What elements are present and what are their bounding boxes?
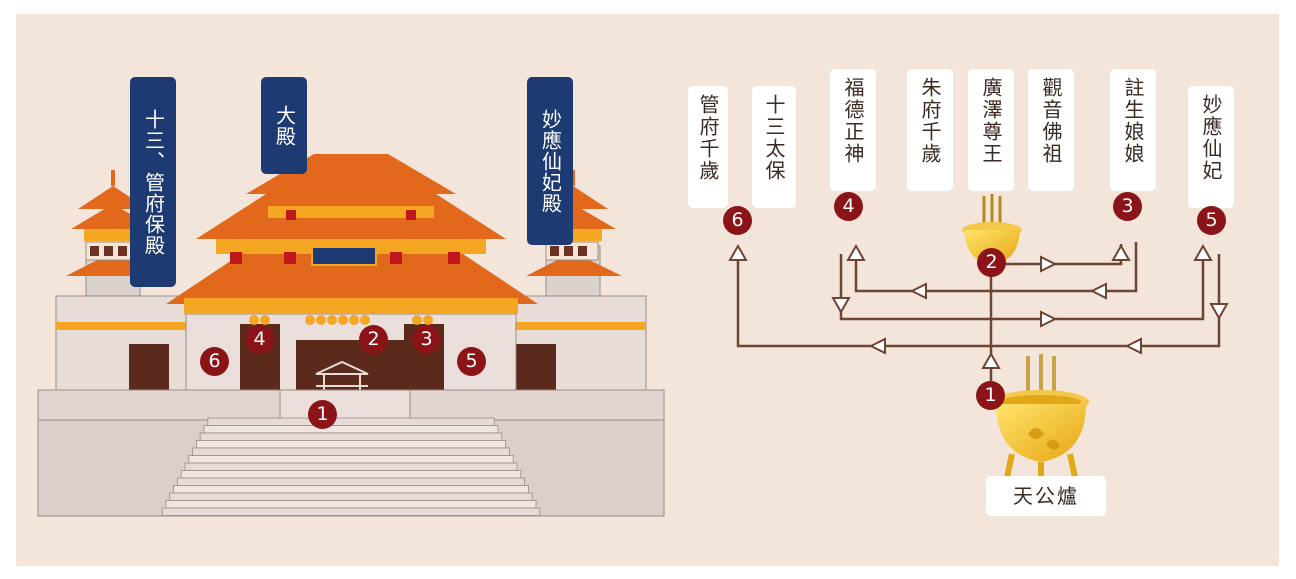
deity-name: 廣澤尊王 (979, 77, 1003, 165)
route-arrowheads (728, 243, 1229, 369)
main-hall (166, 154, 538, 415)
censer-label-text: 天公爐 (1013, 484, 1079, 508)
arrow-left-mid (909, 282, 927, 300)
deity-name: 朱府千歲 (918, 77, 942, 165)
temple-marker-5: 5 (457, 347, 486, 376)
deity-card-fude: 福德正神 (830, 69, 876, 191)
stair-step (195, 440, 507, 449)
deity-name: 註生娘娘 (1121, 77, 1145, 165)
censer-label: 天公爐 (986, 476, 1106, 516)
deity-order-5-label: 5 (1205, 209, 1218, 231)
deity-card-zhusheng: 註生娘娘 (1110, 69, 1156, 191)
arrow-left-56 (868, 337, 886, 355)
stair-step (192, 447, 510, 456)
temple-marker-2: 2 (359, 325, 388, 354)
hall-label-right-text: 妙應仙妃殿 (538, 108, 563, 214)
diagram-panel: 十三、管府保殿 大殿 妙應仙妃殿 1 2 3 4 5 6 管府千歲 十三太保 福… (16, 14, 1279, 566)
left-wing (55, 295, 207, 391)
temple-marker-5-label: 5 (465, 350, 478, 372)
stair-step (184, 462, 518, 471)
deity-order-2-label: 2 (985, 251, 998, 273)
temple-marker-2-label: 2 (367, 328, 380, 350)
temple-marker-3-label: 3 (420, 328, 433, 350)
arrow-right-2 (1040, 255, 1058, 273)
deity-order-5: 5 (1197, 206, 1226, 235)
hall-label-center-text: 大殿 (272, 104, 297, 147)
route-4-to-5 (839, 254, 1205, 321)
temple-illustration (37, 154, 665, 517)
deity-order-3-label: 3 (1121, 195, 1134, 217)
front-stairs (161, 417, 541, 516)
stair-step (207, 417, 495, 426)
stair-step (180, 470, 522, 479)
arrow-down-5 (1209, 303, 1229, 321)
temple-marker-1: 1 (308, 400, 337, 429)
arrow-left-3 (1089, 282, 1107, 300)
deity-order-6: 6 (723, 206, 752, 235)
route-2-to-3 (1004, 244, 1123, 266)
arrow-up-4 (846, 243, 866, 261)
deity-name: 福德正神 (841, 77, 865, 165)
temple-marker-4: 4 (245, 325, 274, 354)
stair-step (161, 507, 541, 516)
deity-name: 管府千歲 (696, 94, 720, 182)
arrow-up-5 (1193, 243, 1213, 261)
hall-label-left-text: 十三、管府保殿 (141, 108, 166, 256)
stair-step (176, 477, 526, 486)
hall-label-left: 十三、管府保殿 (130, 77, 176, 287)
deity-card-zhufu: 朱府千歲 (907, 69, 953, 191)
temple-marker-6-label: 6 (208, 350, 221, 372)
deity-order-4: 4 (834, 192, 863, 221)
arrow-left-5 (1124, 337, 1142, 355)
stair-step (173, 485, 529, 494)
deity-name: 觀音佛祖 (1039, 77, 1063, 165)
route-3-to-4 (854, 242, 1138, 293)
stair-step (165, 500, 537, 509)
arrow-up-3 (1111, 243, 1131, 261)
deity-name: 十三太保 (762, 94, 786, 182)
temple-marker-1-label: 1 (316, 403, 329, 425)
stair-step (188, 455, 514, 464)
deity-name: 妙應仙妃 (1199, 94, 1223, 182)
hall-label-right: 妙應仙妃殿 (527, 77, 573, 245)
heaven-incense-burner (993, 354, 1089, 483)
deity-card-guangze: 廣澤尊王 (968, 69, 1014, 191)
temple-route-diagram (37, 154, 1229, 517)
arrow-right-45 (1040, 310, 1058, 328)
deity-order-2: 2 (977, 248, 1006, 277)
deity-card-guanfu: 管府千歲 (688, 86, 728, 208)
hall-label-center: 大殿 (261, 77, 307, 174)
right-wing (495, 295, 647, 391)
stair-step (203, 425, 499, 434)
deity-card-guanyin: 觀音佛祖 (1028, 69, 1074, 191)
arrow-up-6 (728, 243, 748, 261)
deity-order-6-label: 6 (731, 209, 744, 231)
route-5-to-6 (736, 254, 1221, 348)
deity-card-shisan: 十三太保 (752, 86, 796, 208)
arrow-up-1 (981, 351, 1001, 369)
deity-order-3: 3 (1113, 192, 1142, 221)
deity-order-4-label: 4 (842, 195, 855, 217)
temple-marker-3: 3 (412, 325, 441, 354)
stair-step (199, 432, 503, 441)
temple-marker-4-label: 4 (253, 328, 266, 350)
censer-order-1-label: 1 (984, 384, 997, 406)
temple-marker-6: 6 (200, 347, 229, 376)
stair-step (169, 492, 533, 501)
deity-card-miaoying: 妙應仙妃 (1188, 86, 1234, 208)
arrow-down-4 (831, 297, 851, 315)
censer-order-1: 1 (976, 381, 1005, 410)
